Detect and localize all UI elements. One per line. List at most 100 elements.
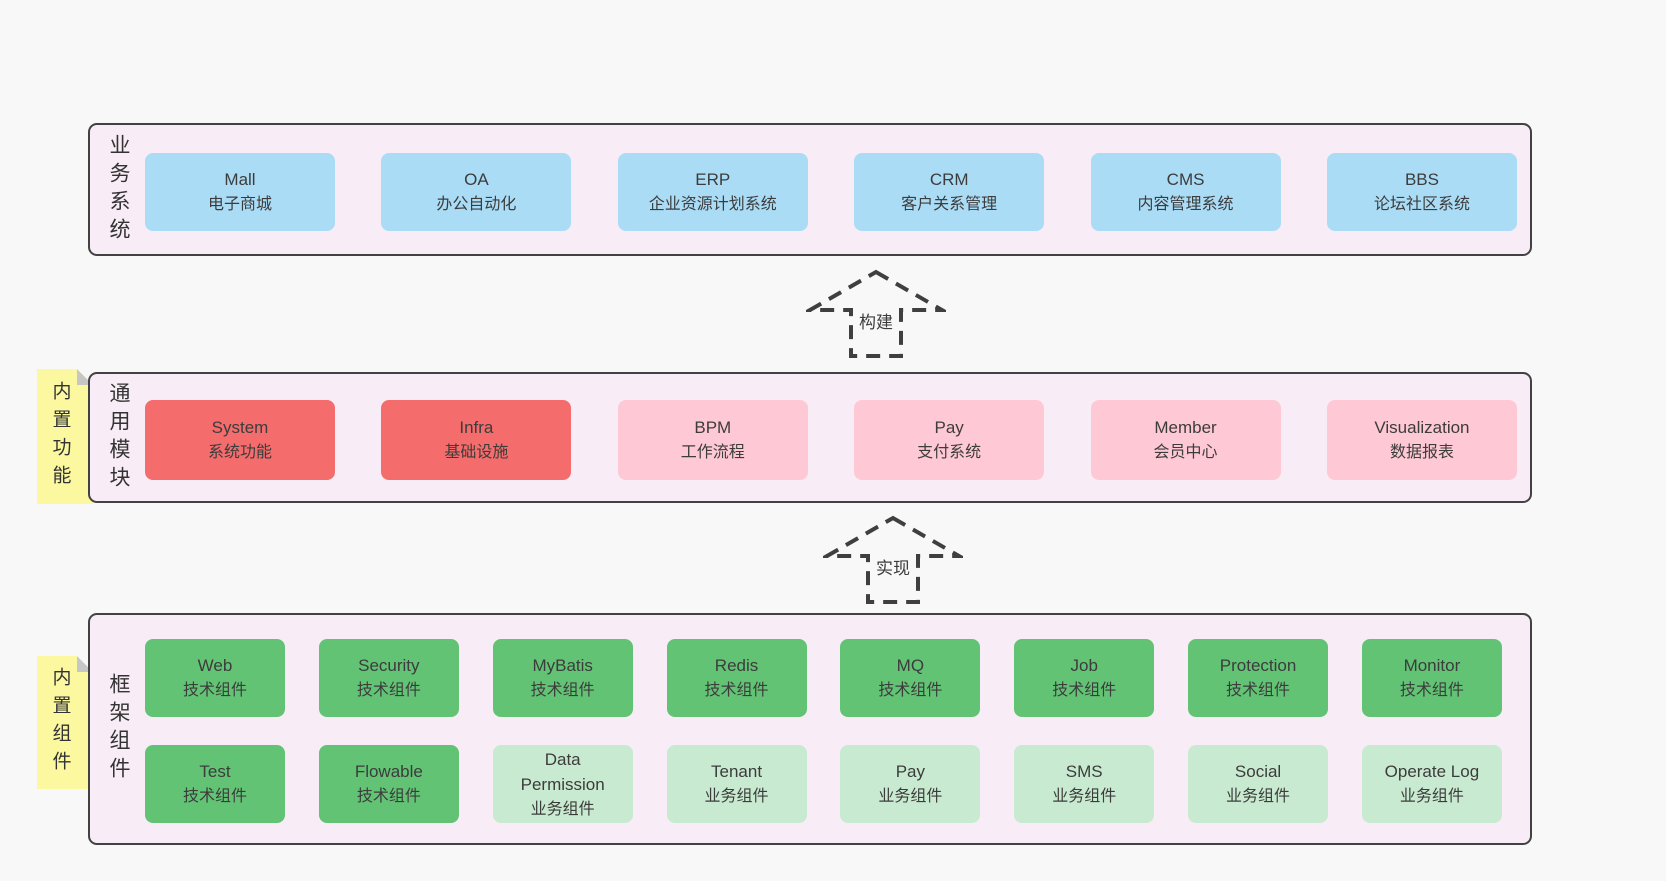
box-title: Pay xyxy=(934,418,964,437)
box-title: CMS xyxy=(1166,170,1205,189)
box-title: Pay xyxy=(895,762,926,781)
box-title: Test xyxy=(199,762,231,781)
box-subtitle: 技术组件 xyxy=(182,682,247,699)
box-title: MyBatis xyxy=(532,656,593,675)
component-box-pay: Pay 业务组件 xyxy=(840,745,981,823)
sticky-tab-builtin-components: 内置组件 xyxy=(37,656,93,789)
system-box-bbs: BBS 论坛社区系统 xyxy=(1326,153,1517,231)
box-title: MQ xyxy=(896,656,925,675)
implement-arrow: 实现 xyxy=(823,515,963,604)
build-arrow-label: 构建 xyxy=(859,313,893,332)
component-box-mq: MQ 技术组件 xyxy=(840,639,981,717)
module-box-pay: Pay 支付系统 xyxy=(854,400,1045,480)
box-subtitle: 技术组件 xyxy=(878,682,943,699)
box-title: Protection xyxy=(1219,656,1297,675)
box-title: Job xyxy=(1070,656,1098,675)
box-subtitle: 技术组件 xyxy=(182,788,247,805)
box-title: System xyxy=(211,418,269,437)
box-subtitle: 技术组件 xyxy=(1052,682,1117,699)
box-subtitle: 技术组件 xyxy=(704,682,769,699)
build-arrow: 构建 xyxy=(806,269,946,358)
box-title: Web xyxy=(197,656,233,675)
system-box-crm: CRM 客户关系管理 xyxy=(854,153,1045,231)
business-systems-panel: 业务系统 Mall 电子商城 OA 办公自动化 ERP 企业资源计划系统 CRM… xyxy=(88,123,1532,256)
box-subtitle: 业务组件 xyxy=(1052,788,1117,805)
box-title: Infra xyxy=(459,418,494,437)
implement-arrow-label: 实现 xyxy=(876,559,910,578)
box-subtitle: 论坛社区系统 xyxy=(1373,196,1470,213)
box-title: Operate Log xyxy=(1384,762,1480,781)
framework-row-1: Web 技术组件 Security 技术组件 MyBatis 技术组件 Redi… xyxy=(145,639,1502,717)
box-subtitle: 内容管理系统 xyxy=(1137,196,1234,213)
box-subtitle: 电子商城 xyxy=(207,196,272,213)
box-title: CRM xyxy=(929,170,969,189)
component-box-data-permission: Data Permission 业务组件 xyxy=(492,745,633,823)
box-title: BBS xyxy=(1404,170,1439,189)
component-box-sms: SMS 业务组件 xyxy=(1014,745,1155,823)
box-subtitle: 客户关系管理 xyxy=(901,196,998,213)
component-box-social: Social 业务组件 xyxy=(1188,745,1329,823)
box-subtitle: 业务组件 xyxy=(530,800,595,818)
up-arrow-icon xyxy=(823,515,963,604)
common-modules-row: System 系统功能 Infra 基础设施 BPM 工作流程 Pay 支付系统… xyxy=(145,400,1517,480)
module-box-member: Member 会员中心 xyxy=(1090,400,1281,480)
box-title: OA xyxy=(464,170,489,189)
sticky-tab-label: 内置功能 xyxy=(49,380,71,493)
box-title: Tenant xyxy=(711,762,763,781)
box-title: BPM xyxy=(694,418,732,437)
sticky-tab-builtin-features: 内置功能 xyxy=(37,369,93,504)
framework-row-2: Test 技术组件 Flowable 技术组件 Data Permission … xyxy=(145,745,1502,823)
component-box-redis: Redis 技术组件 xyxy=(666,639,807,717)
box-title: Flowable xyxy=(354,762,423,781)
box-subtitle: 业务组件 xyxy=(704,788,769,805)
component-box-protection: Protection 技术组件 xyxy=(1188,639,1329,717)
framework-components-label: 框架组件 xyxy=(107,673,130,785)
business-systems-row: Mall 电子商城 OA 办公自动化 ERP 企业资源计划系统 CRM 客户关系… xyxy=(145,153,1517,231)
module-box-system: System 系统功能 xyxy=(145,400,335,480)
box-subtitle: 支付系统 xyxy=(917,444,982,461)
component-box-flowable: Flowable 技术组件 xyxy=(318,745,459,823)
component-box-monitor: Monitor 技术组件 xyxy=(1361,639,1502,717)
component-box-job: Job 技术组件 xyxy=(1014,639,1155,717)
box-subtitle: 企业资源计划系统 xyxy=(648,196,777,213)
box-subtitle: 业务组件 xyxy=(1226,788,1291,805)
box-title: SMS xyxy=(1065,762,1103,781)
box-subtitle: 技术组件 xyxy=(356,788,421,805)
common-modules-label: 通用模块 xyxy=(107,381,130,494)
module-box-visualization: Visualization 数据报表 xyxy=(1326,400,1517,480)
component-box-mybatis: MyBatis 技术组件 xyxy=(492,639,633,717)
box-subtitle: 技术组件 xyxy=(356,682,421,699)
system-box-erp: ERP 企业资源计划系统 xyxy=(617,153,808,231)
sticky-tab-label: 内置组件 xyxy=(49,666,71,779)
common-modules-panel: 通用模块 System 系统功能 Infra 基础设施 BPM 工作流程 Pay… xyxy=(88,372,1532,503)
box-title: Monitor xyxy=(1403,656,1461,675)
component-box-web: Web 技术组件 xyxy=(145,639,285,717)
box-title: Redis xyxy=(714,656,759,675)
box-title: Data Permission xyxy=(520,749,605,794)
box-subtitle: 办公自动化 xyxy=(436,196,517,213)
system-box-mall: Mall 电子商城 xyxy=(145,153,335,231)
box-subtitle: 技术组件 xyxy=(1399,682,1464,699)
box-subtitle: 技术组件 xyxy=(1226,682,1291,699)
box-title: Security xyxy=(358,656,420,675)
system-box-oa: OA 办公自动化 xyxy=(381,153,572,231)
box-subtitle: 工作流程 xyxy=(680,444,745,461)
box-title: ERP xyxy=(695,170,731,189)
box-subtitle: 会员中心 xyxy=(1153,444,1218,461)
module-box-infra: Infra 基础设施 xyxy=(381,400,572,480)
component-box-tenant: Tenant 业务组件 xyxy=(666,745,807,823)
system-box-cms: CMS 内容管理系统 xyxy=(1090,153,1281,231)
box-subtitle: 系统功能 xyxy=(207,444,272,461)
module-box-bpm: BPM 工作流程 xyxy=(617,400,808,480)
box-subtitle: 基础设施 xyxy=(444,444,509,461)
box-title: Visualization xyxy=(1374,418,1470,437)
box-subtitle: 数据报表 xyxy=(1389,444,1454,461)
box-subtitle: 业务组件 xyxy=(1399,788,1464,805)
business-systems-label: 业务系统 xyxy=(107,133,130,246)
component-box-test: Test 技术组件 xyxy=(145,745,285,823)
component-box-operate-log: Operate Log 业务组件 xyxy=(1361,745,1502,823)
framework-components-panel: 框架组件 Web 技术组件 Security 技术组件 MyBatis 技术组件… xyxy=(88,613,1532,845)
box-title: Member xyxy=(1154,418,1217,437)
up-arrow-icon xyxy=(806,269,946,358)
box-subtitle: 业务组件 xyxy=(878,788,943,805)
